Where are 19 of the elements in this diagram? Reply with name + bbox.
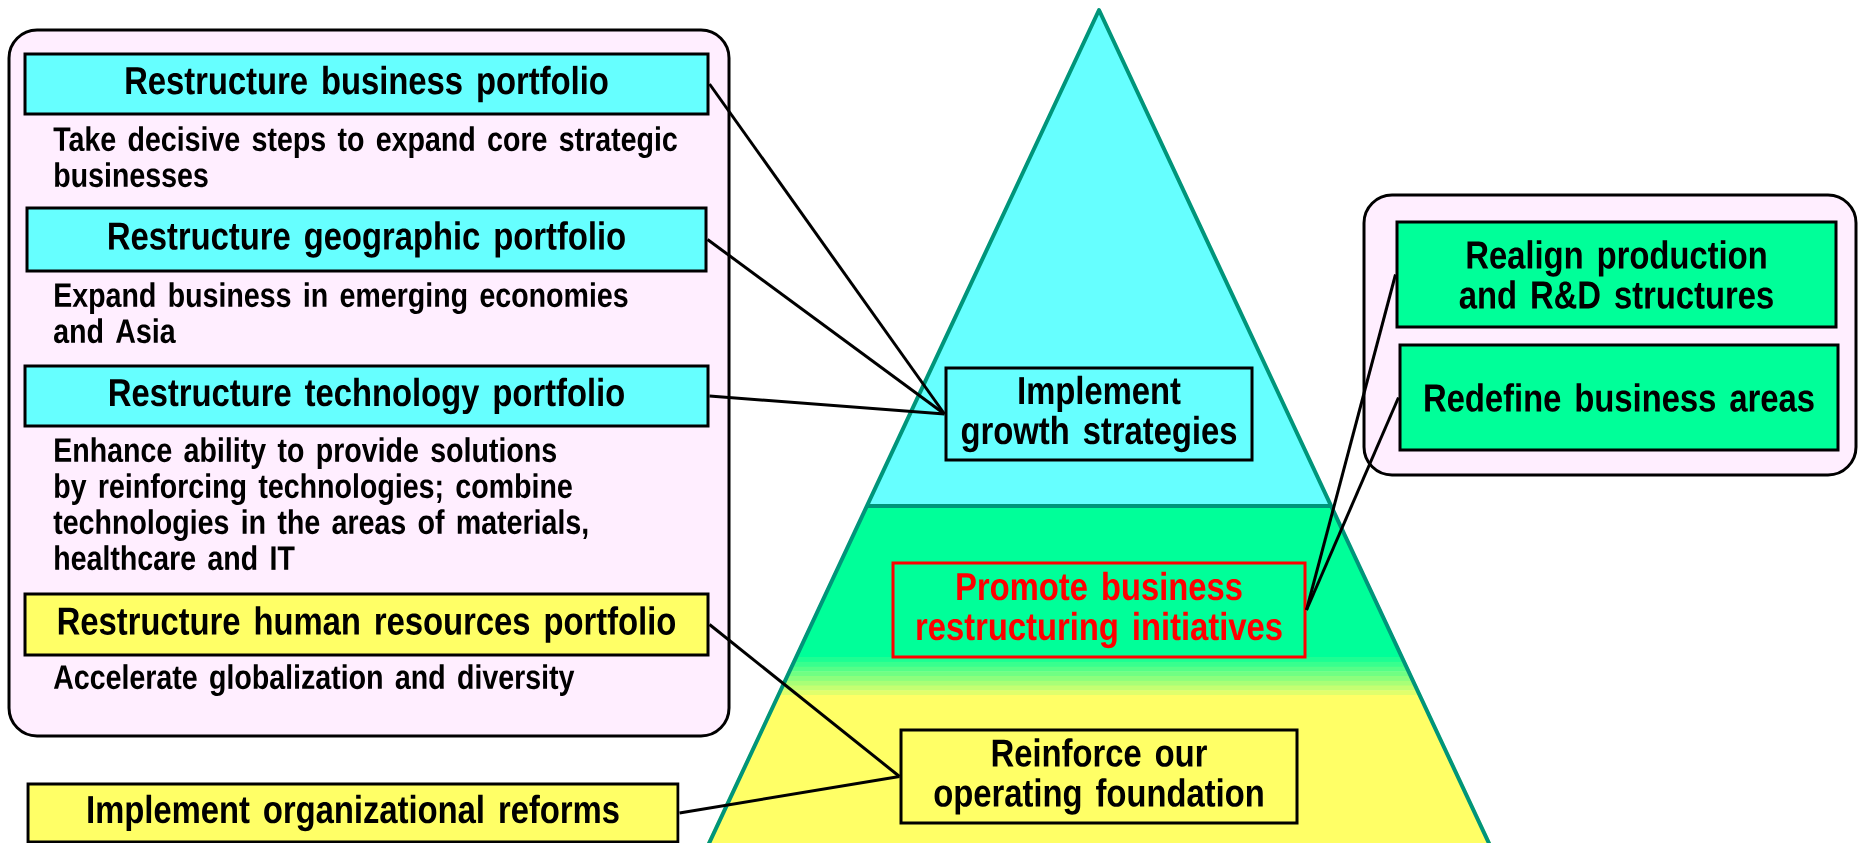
connector-line bbox=[1305, 274, 1397, 611]
heading-box: Redefine business areas bbox=[1398, 343, 1840, 452]
connector-line bbox=[1305, 396, 1400, 611]
description-text: Take decisive steps to expand core strategic businesses bbox=[53, 126, 677, 188]
connector-line bbox=[708, 623, 901, 778]
heading-box: Restructure technology portfolio bbox=[23, 364, 710, 428]
heading-box: Implement organizational reforms bbox=[26, 782, 680, 843]
heading-box: Restructure human resources portfolio bbox=[23, 592, 710, 657]
level-box: Promote business restructuring initiatives bbox=[891, 561, 1307, 659]
description-text: Enhance ability to provide solutions by reinforcing technologies; combine technologies in the areas of materials, healthcare and IT bbox=[53, 437, 588, 571]
description-text: Accelerate globalization and diversity bbox=[53, 664, 575, 697]
heading-box: Realign production and R&D structures bbox=[1395, 220, 1838, 329]
heading-box: Restructure geographic portfolio bbox=[25, 206, 708, 273]
description-text: Expand business in emerging economies and Asia bbox=[54, 282, 628, 344]
level-box: Reinforce our operating foundation bbox=[899, 728, 1299, 825]
connector-line bbox=[708, 83, 946, 415]
connector-line bbox=[679, 775, 900, 815]
heading-box: Restructure business portfolio bbox=[23, 52, 710, 116]
level-box: Implement growth strategies bbox=[944, 366, 1254, 462]
